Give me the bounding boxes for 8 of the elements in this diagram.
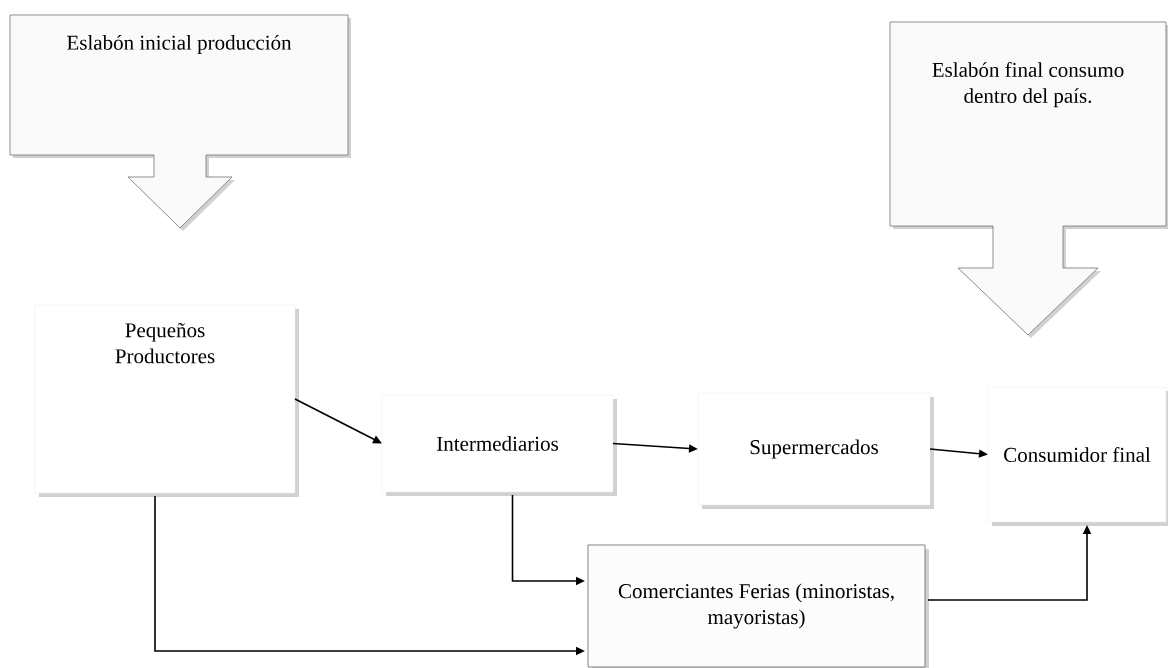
process-box: Intermediarios: [381, 394, 617, 496]
process-box: Pequeños Productores: [34, 304, 299, 497]
callout-arrow-box: Eslabón inicial producción: [9, 14, 351, 231]
arrow: [294, 398, 382, 444]
callout-arrow-box: Eslabón final consumo dentro del país.: [889, 21, 1168, 338]
process-box: Supermercados: [697, 392, 934, 509]
process-box: Consumidor final: [987, 386, 1168, 526]
process-box: Comerciantes Ferias (minoristas, mayoristas): [587, 544, 929, 668]
